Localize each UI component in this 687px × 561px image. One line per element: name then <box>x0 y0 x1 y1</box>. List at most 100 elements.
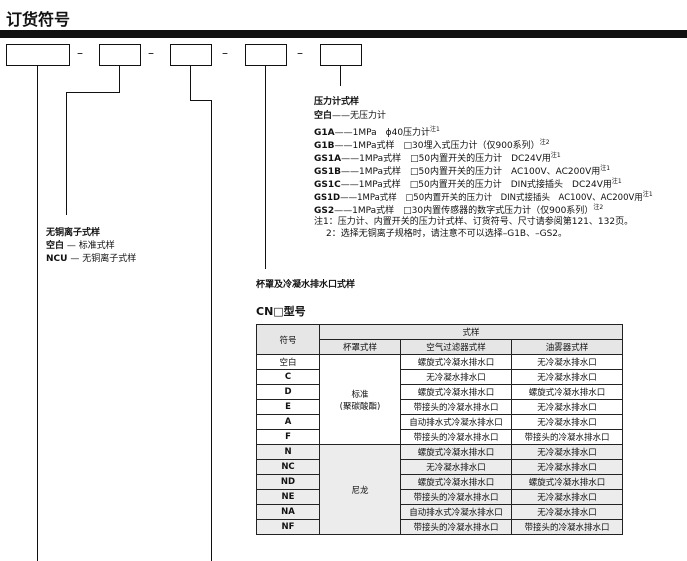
option-code: G1B <box>314 141 335 151</box>
copper-free-row: NCU — 无铜离子式样 <box>46 254 136 265</box>
option-desc: 1MPa式样 □50内置开关的压力计 DC24V用 <box>359 154 551 164</box>
mist-cell: 无冷凝水排水口 <box>511 414 623 430</box>
symbol-cell: NA <box>256 504 320 520</box>
symbol-cell: NF <box>256 519 320 535</box>
option-code: GS1C <box>314 180 341 190</box>
pressure-gauge-row: G1B——1MPa式样 □30埋入式压力计（仅900系列）注2 <box>314 137 550 152</box>
mist-cell: 带接头的冷凝水排水口 <box>511 429 623 445</box>
leader-line-option-4 <box>340 65 341 86</box>
option-desc: 无铜离子式样 <box>82 254 137 264</box>
footnote-1: 注1：压力计、内置开关的压力计式样、订货符号、尺寸请参阅第121、132页。 <box>314 217 634 227</box>
mist-cell: 螺旋式冷凝水排水口 <box>511 384 623 400</box>
air-filter-cell: 螺旋式冷凝水排水口 <box>400 384 512 400</box>
symbol-cell: N <box>256 444 320 460</box>
option-desc: 标准式样 <box>78 241 115 251</box>
table-row: ND 螺旋式冷凝水排水口 螺旋式冷凝水排水口 <box>256 474 623 490</box>
leader-line-option-3 <box>265 65 266 269</box>
code-box-option-3 <box>245 44 287 66</box>
bowl-drain-table: 符号 式样 杯罩式样 空气过滤器式样 油雾器式样 空白 标准 (聚碳酸酯) 螺旋… <box>256 324 623 535</box>
symbol-cell: F <box>256 429 320 445</box>
air-filter-cell: 无冷凝水排水口 <box>400 459 512 475</box>
model-label: CN□型号 <box>256 305 306 318</box>
option-code: GS1B <box>314 167 341 177</box>
separator: —— <box>332 111 351 121</box>
dash: – <box>297 46 303 60</box>
table-row: F 带接头的冷凝水排水口 带接头的冷凝水排水口 <box>256 429 623 445</box>
note-ref: 注2 <box>539 139 550 146</box>
symbol-cell: D <box>256 384 320 400</box>
air-filter-cell: 螺旋式冷凝水排水口 <box>400 474 512 490</box>
pressure-gauge-row: GS1C——1MPa式样 □50内置开关的压力计 DIN式接插头 DC24V用注… <box>314 176 622 191</box>
option-code: G1A <box>314 128 335 138</box>
option-code: GS1D <box>314 192 341 203</box>
option-desc: 1MPa式样 □50内置开关的压力计 DIN式接插头 DC24V用 <box>358 180 612 190</box>
table-row: NE 带接头的冷凝水排水口 无冷凝水排水口 <box>256 489 623 505</box>
dash: – <box>77 46 83 60</box>
header-mist-separator: 油雾器式样 <box>511 339 623 355</box>
table-row: NF 带接头的冷凝水排水口 带接头的冷凝水排水口 <box>256 519 623 535</box>
leader-line-model <box>37 65 38 561</box>
pressure-gauge-row: GS1A——1MPa式样 □50内置开关的压力计 DC24V用注1 <box>314 150 561 165</box>
option-desc: 1MPa式样 □50内置开关的压力计 AC100V、AC200V用 <box>359 167 601 177</box>
air-filter-cell: 带接头的冷凝水排水口 <box>400 489 512 505</box>
air-filter-cell: 带接头的冷凝水排水口 <box>400 429 512 445</box>
option-desc: 1MPa式样 □30内置传感器的数字式压力计（仅900系列） <box>352 206 594 216</box>
option-code: GS1A <box>314 154 342 164</box>
air-filter-cell: 螺旋式冷凝水排水口 <box>400 444 512 460</box>
separator: — <box>70 254 80 264</box>
option-code: NCU <box>46 254 68 264</box>
mist-cell: 螺旋式冷凝水排水口 <box>511 474 623 490</box>
table-row: D 螺旋式冷凝水排水口 螺旋式冷凝水排水口 <box>256 384 623 400</box>
table-row: NC 无冷凝水排水口 无冷凝水排水口 <box>256 459 623 475</box>
copper-free-row: 空白 — 标准式样 <box>46 241 115 252</box>
symbol-cell: NE <box>256 489 320 505</box>
leader-line-option-2 <box>211 100 212 561</box>
table-row: E 带接头的冷凝水排水口 无冷凝水排水口 <box>256 399 623 415</box>
air-filter-cell: 自动排水式冷凝水排水口 <box>400 414 512 430</box>
option-code: GS2 <box>314 206 335 216</box>
leader-line-option-1 <box>119 65 120 92</box>
option-desc: 无压力计 <box>350 111 387 121</box>
header-air-filter: 空气过滤器式样 <box>400 339 512 355</box>
air-filter-cell: 带接头的冷凝水排水口 <box>400 399 512 415</box>
note-ref: 注1 <box>430 126 440 133</box>
option-code: 空白 <box>314 111 333 121</box>
note-ref: 注1 <box>550 152 561 159</box>
dash: – <box>148 46 154 60</box>
table-row: NA 自动排水式冷凝水排水口 无冷凝水排水口 <box>256 504 623 520</box>
code-box-option-2 <box>170 44 212 66</box>
mist-cell: 无冷凝水排水口 <box>511 354 623 370</box>
page-title: 订货符号 <box>6 10 71 29</box>
pressure-gauge-row: 空白——无压力计 <box>314 111 386 122</box>
mist-cell: 带接头的冷凝水排水口 <box>511 519 623 535</box>
option-code: 空白 <box>46 241 65 251</box>
pressure-gauge-row: GS2——1MPa式样 □30内置传感器的数字式压力计（仅900系列）注2 <box>314 202 603 217</box>
bowl-drain-heading: 杯罩及冷凝水排水口式样 <box>256 280 356 290</box>
pressure-gauge-row: G1A——1MPa ϕ40压力计注1 <box>314 124 440 139</box>
header-rule <box>0 30 687 38</box>
table-row: N 尼龙 螺旋式冷凝水排水口 无冷凝水排水口 <box>256 444 623 535</box>
separator: —— <box>340 192 358 203</box>
option-desc: 1MPa式样 □30埋入式压力计（仅900系列） <box>352 141 540 151</box>
symbol-cell: NC <box>256 459 320 475</box>
symbol-cell: 空白 <box>256 354 320 370</box>
note-ref: 注1 <box>611 178 622 185</box>
mist-cell: 无冷凝水排水口 <box>511 444 623 460</box>
air-filter-cell: 螺旋式冷凝水排水口 <box>400 354 512 370</box>
symbol-cell: E <box>256 399 320 415</box>
mist-cell: 无冷凝水排水口 <box>511 489 623 505</box>
pressure-gauge-row: GS1D——1MPa式样 □50内置开关的压力计 DIN式接插头 AC100V、… <box>314 189 653 204</box>
code-box-option-1 <box>99 44 141 66</box>
copper-free-heading: 无铜离子式样 <box>46 228 101 238</box>
option-desc: 1MPa式样 □50内置开关的压力计 DIN式接插头 AC100V、AC200V… <box>357 192 643 203</box>
separator: —— <box>334 206 353 216</box>
code-box-model <box>6 44 70 66</box>
footnote-2: 2：选择无铜离子规格时，请注意不可以选择–G1B、–GS2。 <box>326 229 568 239</box>
note-ref: 注1 <box>600 165 611 172</box>
option-desc: 1MPa ϕ40压力计 <box>352 128 431 138</box>
note-ref: 注2 <box>593 204 604 211</box>
air-filter-cell: 带接头的冷凝水排水口 <box>400 519 512 535</box>
dash: – <box>222 46 228 60</box>
code-box-option-4 <box>320 44 362 66</box>
symbol-cell: A <box>256 414 320 430</box>
